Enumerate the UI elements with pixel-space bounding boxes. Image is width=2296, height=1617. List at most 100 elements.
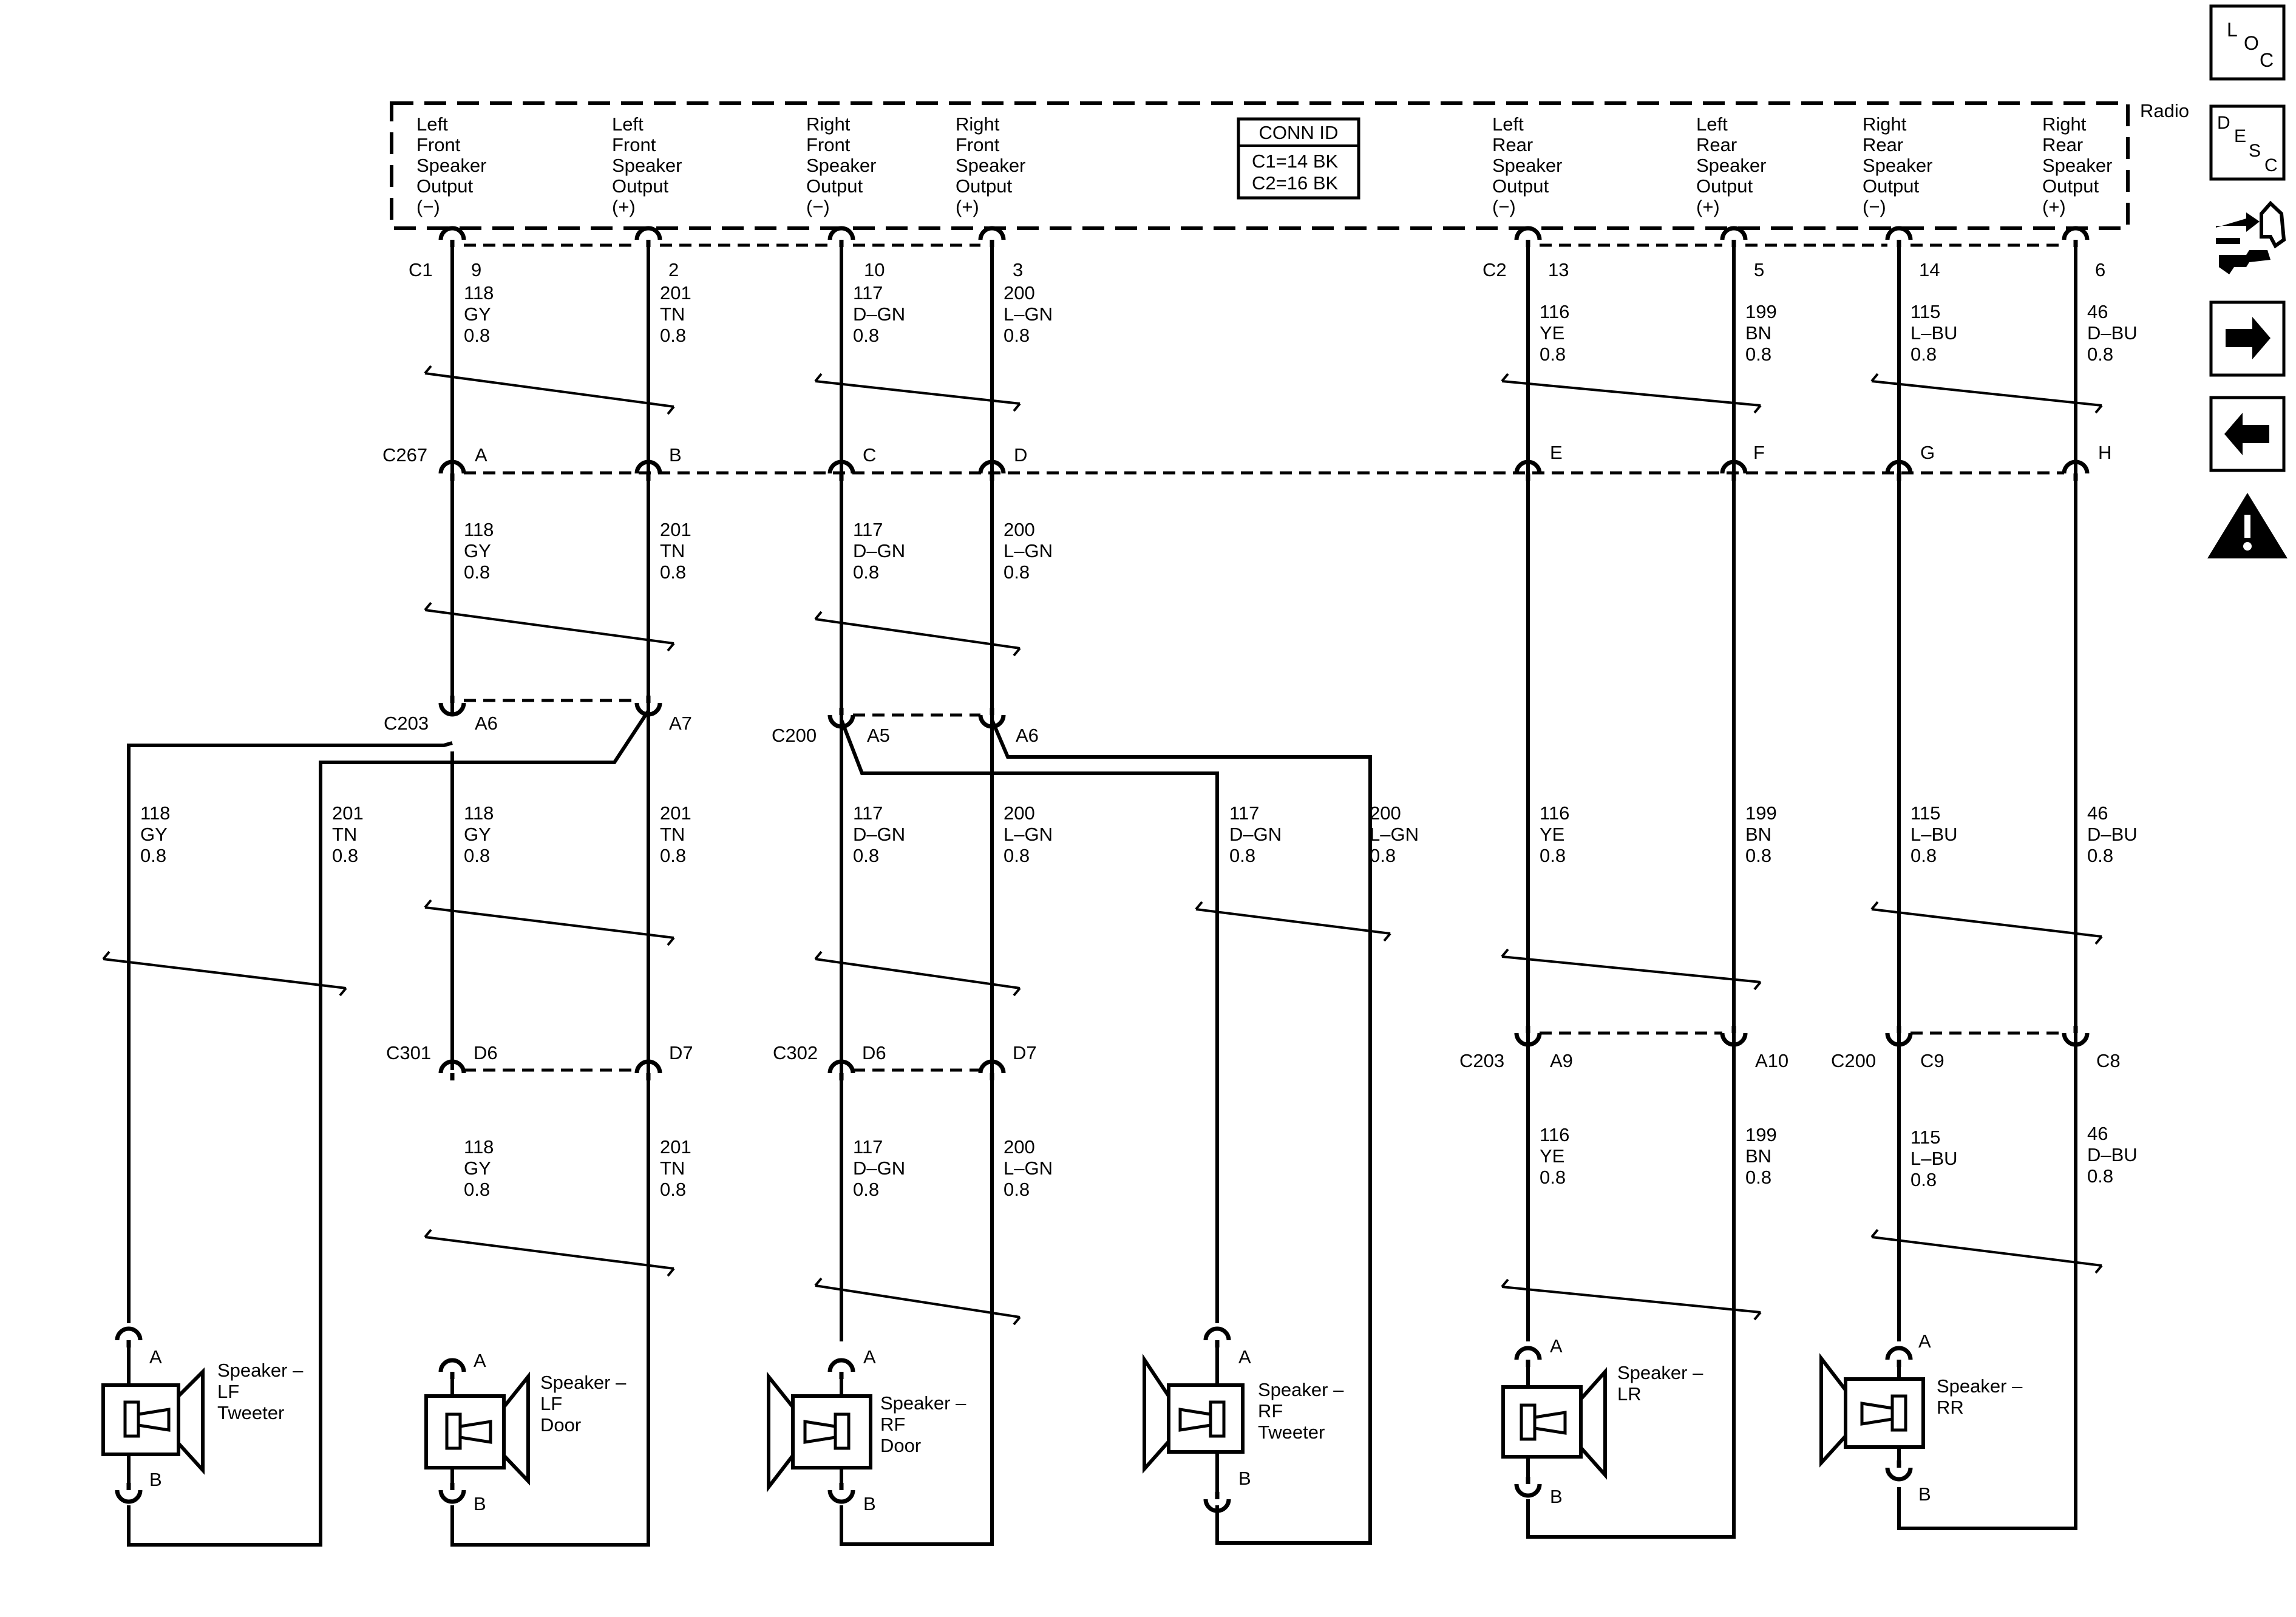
back-arrow-icon[interactable] [2209, 396, 2286, 472]
connector-tools-icon[interactable] [2216, 200, 2286, 274]
conn-id-c1: C1=14 BK [1252, 151, 1339, 172]
speaker-terminal-a: A [1550, 1335, 1563, 1357]
speaker-lr-label: Speaker –LR [1617, 1362, 1703, 1405]
loc-button[interactable]: L O C [2209, 4, 2286, 81]
pin-2: 2 [668, 259, 679, 280]
pin-10: 10 [864, 259, 885, 280]
pin-b: B [669, 444, 682, 466]
pin-c9: C9 [1920, 1050, 1944, 1071]
speaker-terminal-b: B [474, 1493, 486, 1514]
connector-c200: C200 [772, 725, 817, 746]
svg-text:O: O [2244, 32, 2259, 54]
next-arrow-icon[interactable] [2209, 300, 2286, 377]
connector-dashed-lines [464, 243, 2064, 1072]
speaker-rr-label: Speaker –RR [1937, 1375, 2023, 1418]
wire-201-tn [127, 245, 650, 1547]
speaker-terminal-a: A [863, 1346, 876, 1368]
svg-text:S: S [2249, 141, 2261, 161]
pin-d6-c302: D6 [862, 1042, 886, 1063]
pin-a6-c200: A6 [1016, 725, 1039, 746]
connector-c301: C301 [386, 1042, 431, 1063]
connector-c1: C1 [409, 259, 433, 280]
speaker-terminal-b: B [149, 1469, 162, 1490]
speaker-terminal-b: B [863, 1493, 876, 1514]
pin-h: H [2098, 442, 2111, 463]
pin-d7-c302: D7 [1013, 1042, 1037, 1063]
speaker-rr: A B Speaker –RR [1819, 1331, 2023, 1505]
pin-d: D [1014, 444, 1027, 466]
conn-id-box: CONN ID C1=14 BK C2=16 BK [1237, 117, 1360, 200]
pin-14: 14 [1919, 259, 1940, 280]
connector-c267: C267 [382, 444, 427, 466]
pin-c: C [863, 444, 876, 466]
connector-c2: C2 [1483, 259, 1507, 280]
speaker-terminal-b: B [1918, 1483, 1931, 1505]
wire-117-dgn [840, 245, 1219, 1341]
connector-labels: C1 C2 C267 C203 C200 C301 C302 C203 C200… [382, 259, 2121, 1071]
pin-9: 9 [471, 259, 481, 280]
connector-c302: C302 [773, 1042, 818, 1063]
pin-13: 13 [1548, 259, 1569, 280]
cable-bundle-marks [102, 365, 2103, 1326]
speaker-terminal-a: A [1918, 1331, 1931, 1352]
speaker-terminal-b: B [1550, 1486, 1563, 1507]
svg-text:L: L [2227, 19, 2238, 41]
desc-button[interactable]: D E S C [2209, 104, 2286, 181]
pin-g: G [1920, 442, 1935, 463]
pin-6: 6 [2095, 259, 2105, 280]
svg-text:E: E [2234, 126, 2246, 146]
pin-a5-c200: A5 [867, 725, 890, 746]
pin-5: 5 [1754, 259, 1764, 280]
warning-icon[interactable] [2207, 493, 2288, 558]
connector-cups [441, 228, 2087, 1080]
pin-d7-c301: D7 [669, 1042, 693, 1063]
wire-46-dbu [1897, 245, 2077, 1530]
pin-d6-c301: D6 [474, 1042, 498, 1063]
wire-200-lgn [840, 245, 1372, 1546]
connector-c203: C203 [384, 713, 429, 734]
pin-3: 3 [1013, 259, 1023, 280]
svg-text:D: D [2217, 113, 2230, 133]
pin-c8: C8 [2096, 1050, 2121, 1071]
pin-a6-c203: A6 [475, 713, 498, 734]
wires [127, 245, 2077, 1547]
pin-a: A [475, 444, 487, 466]
conn-id-title: CONN ID [1259, 122, 1339, 143]
pin-f: F [1753, 442, 1765, 463]
